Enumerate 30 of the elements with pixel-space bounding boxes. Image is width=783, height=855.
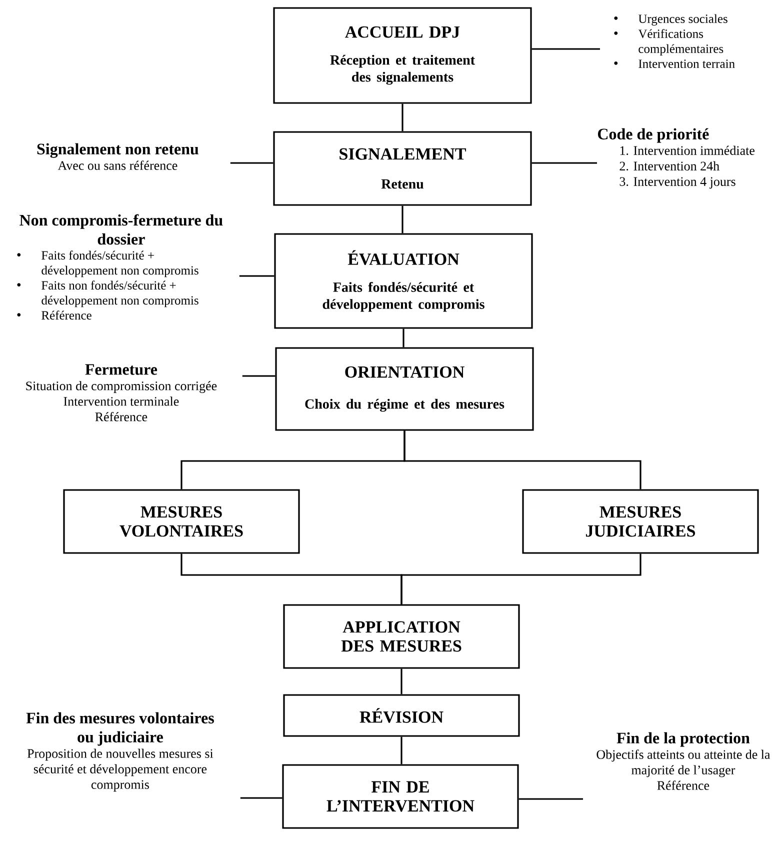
connector-line bbox=[400, 668, 402, 694]
connector-line bbox=[230, 162, 274, 164]
process-box: SIGNALEMENT Retenu bbox=[273, 131, 532, 206]
note-text: Fin de la protection Objectifs atteints ou atteinte de la majorité de l’usager Référence bbox=[596, 732, 770, 790]
connector-line bbox=[402, 206, 404, 234]
note-text: Signalement non retenu Avec ou sans référence bbox=[37, 143, 198, 170]
note-text: Fermeture Situation de compromission corrigée Intervention terminale Référence bbox=[26, 364, 217, 422]
process-box: ACCUEIL DPJ Réception et traitement des signalements bbox=[273, 7, 532, 104]
connector-line bbox=[402, 328, 404, 348]
note-text: Non compromis-fermeture du dossier Faits fondés/sécurité + développement non compromis Faits non fondés/sécurité + développement non compromis Référence bbox=[17, 214, 223, 320]
connector-line bbox=[532, 162, 597, 164]
process-box: ORIENTATION Choix du régime et des mesures bbox=[275, 347, 534, 431]
process-box: RÉVISION bbox=[283, 694, 520, 737]
note-text: Code de priorité 1. Intervention immédiate 2. Intervention 24h 3. Intervention 4 jours bbox=[598, 128, 754, 189]
connector-line bbox=[404, 430, 642, 490]
process-box: ÉVALUATION Faits fondés/sécurité et développement compromis bbox=[274, 233, 533, 329]
connector-line bbox=[400, 736, 402, 764]
connector-line bbox=[400, 554, 642, 604]
connector-line bbox=[532, 48, 600, 50]
connector-line bbox=[239, 275, 274, 277]
note-text: Fin des mesures volontaires ou judiciaire Proposition de nouvelles mesures si sécurité et développement encore compromis bbox=[26, 712, 214, 792]
connector-line bbox=[518, 798, 583, 800]
connector-line bbox=[242, 375, 276, 377]
note-text: Urgences sociales Vérifications complémentaires Intervention terrain bbox=[614, 14, 735, 68]
process-box: FIN DE L’INTERVENTION bbox=[282, 764, 519, 829]
connector-line bbox=[240, 797, 282, 799]
process-box: APPLICATION DES MESURES bbox=[283, 604, 520, 669]
process-box: MESURES JUDICIAIRES bbox=[522, 489, 759, 554]
connector-line bbox=[402, 104, 404, 132]
process-box: MESURES VOLONTAIRES bbox=[63, 489, 300, 554]
